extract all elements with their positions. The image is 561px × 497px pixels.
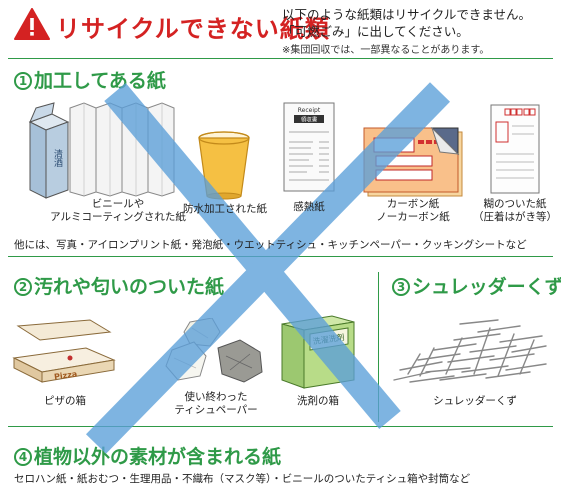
item-detergent-caption: 洗剤の箱 <box>297 395 339 407</box>
receipt-illustration: Receipt 領収書 <box>283 102 335 192</box>
caption-line: （圧着はがき等） <box>473 211 557 223</box>
section-title-text: 加工してある紙 <box>34 70 166 92</box>
carbon-paper-illustration <box>363 127 463 197</box>
item-waterproof-caption: 防水加工された紙 <box>183 203 267 215</box>
divider <box>8 256 553 257</box>
caption-line: 使い終わった <box>184 391 248 403</box>
pizza-box-illustration: Pizza <box>12 319 116 383</box>
caption-line: 糊のついた紙 <box>483 198 547 210</box>
section-4-note: セロハン紙・紙おむつ・生理用品・不織布（マスク等）・ビニールのついたティシュ箱や… <box>14 473 471 485</box>
divider <box>8 426 553 427</box>
item-thermal-caption: 感熱紙 <box>293 201 325 213</box>
header-desc-line1: 以下のような紙類はリサイクルできません。 <box>282 7 532 22</box>
header-description: 以下のような紙類はリサイクルできません。 「可燃ごみ」に出してください。 <box>282 6 531 40</box>
caption-line: ティシュペーパー <box>174 404 258 416</box>
used-tissue-illustration <box>165 318 263 383</box>
warning-icon <box>14 8 50 40</box>
caption-line: ノーカーボン紙 <box>376 211 450 223</box>
paper-cup-illustration <box>198 131 250 200</box>
item-shredder-caption: シュレッダーくず <box>433 395 517 407</box>
section-separator <box>378 272 379 422</box>
item-pizza-caption: ピザの箱 <box>44 395 86 407</box>
pizza-label: Pizza <box>53 369 77 381</box>
item-tissue-caption: 使い終わった ティシュペーパー <box>168 391 264 417</box>
section-title-text: 植物以外の素材が含まれる紙 <box>34 446 282 468</box>
section-title-text: シュレッダーくず <box>412 276 561 298</box>
postcard-illustration <box>490 104 540 194</box>
detergent-box-illustration: 洗濯洗剤 <box>281 315 355 389</box>
page-title: リサイクルできない紙類 <box>56 15 330 43</box>
section-title-text: 汚れや匂いのついた紙 <box>34 276 225 298</box>
section-number: 3 <box>392 278 410 296</box>
header-desc-line2: 「可燃ごみ」に出してください。 <box>282 24 469 39</box>
item-glued-caption: 糊のついた紙 （圧着はがき等） <box>470 198 560 224</box>
receipt-header: 領収書 <box>301 116 318 124</box>
item-carbon-caption: カーボン紙 ノーカーボン紙 <box>368 198 458 224</box>
divider <box>8 58 553 59</box>
carton-label: 清酒 <box>52 148 63 168</box>
header-note: ※集団回収では、一部異なることがあります。 <box>282 45 490 56</box>
coated-carton-illustration: 清酒 <box>28 102 175 199</box>
section-number: 2 <box>14 278 32 296</box>
caption-line: ビニールや <box>91 198 145 210</box>
shredder-scraps-illustration <box>393 319 547 383</box>
section-number: 1 <box>14 72 32 90</box>
caption-line: カーボン紙 <box>386 198 440 210</box>
section-number: 4 <box>14 448 32 466</box>
caption-line: アルミコーティングされた紙 <box>50 211 186 223</box>
item-coated-paper-caption: ビニールや アルミコーティングされた紙 <box>48 198 188 224</box>
receipt-title: Receipt <box>298 107 321 114</box>
section-1-note: 他には、写真・アイロンプリント紙・発泡紙・ウエットティシュ・キッチンペーパー・ク… <box>14 239 527 251</box>
